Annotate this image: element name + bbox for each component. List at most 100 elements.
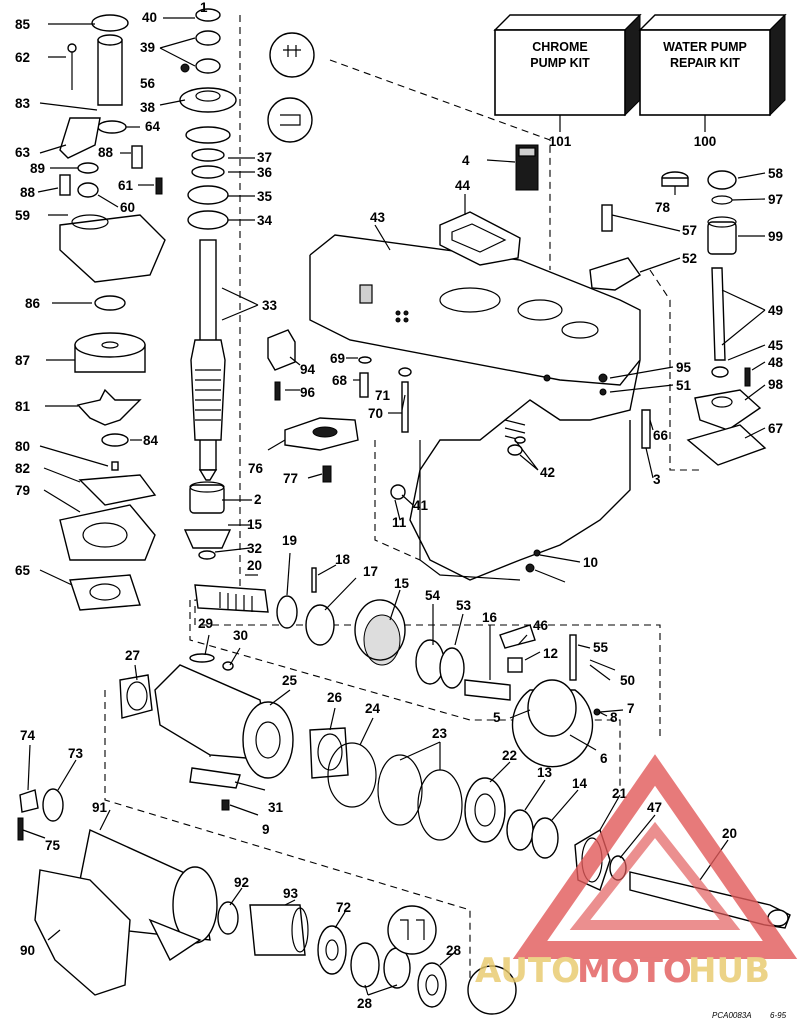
part-label-10: 10 bbox=[583, 555, 598, 570]
part-label-26: 26 bbox=[327, 690, 343, 705]
propeller-assembly bbox=[17, 788, 517, 1015]
part-label-94: 94 bbox=[300, 362, 316, 377]
part-label-5: 5 bbox=[493, 710, 501, 725]
part-label-72: 72 bbox=[336, 900, 351, 915]
part-label-96: 96 bbox=[300, 385, 316, 400]
part-label-36: 36 bbox=[257, 165, 273, 180]
part-label-27: 27 bbox=[125, 648, 140, 663]
part-label-81: 81 bbox=[15, 399, 31, 414]
part-label-99: 99 bbox=[768, 229, 783, 244]
part-label-38: 38 bbox=[140, 100, 156, 115]
part-label-31: 31 bbox=[268, 800, 284, 815]
part-label-18: 18 bbox=[335, 552, 351, 567]
part-label-20: 20 bbox=[722, 826, 737, 841]
part-label-75: 75 bbox=[45, 838, 61, 853]
part-label-76: 76 bbox=[248, 461, 264, 476]
bearing-housing-row bbox=[119, 664, 559, 859]
part-label-15: 15 bbox=[247, 517, 263, 532]
label-101: 101 bbox=[549, 134, 572, 149]
part-label-17: 17 bbox=[363, 564, 378, 579]
chrome-kit-line1: CHROME bbox=[532, 40, 588, 54]
part-label-49: 49 bbox=[768, 303, 783, 318]
part-label-44: 44 bbox=[455, 178, 471, 193]
leader-lines bbox=[22, 17, 766, 996]
part-label-13: 13 bbox=[537, 765, 553, 780]
part-label-11: 11 bbox=[392, 515, 407, 530]
part-label-97: 97 bbox=[768, 192, 783, 207]
part-label-58: 58 bbox=[768, 166, 784, 181]
part-label-64: 64 bbox=[145, 119, 161, 134]
propeller-shaft-row bbox=[189, 584, 616, 768]
part-label-70: 70 bbox=[368, 406, 383, 421]
label-100: 100 bbox=[694, 134, 717, 149]
part-label-71: 71 bbox=[375, 388, 391, 403]
part-label-19: 19 bbox=[282, 533, 297, 548]
part-label-87: 87 bbox=[15, 353, 30, 368]
part-label-35: 35 bbox=[257, 189, 273, 204]
gearcase-housing bbox=[309, 234, 641, 581]
watermark-hub: HUB bbox=[688, 951, 770, 991]
part-label-9: 9 bbox=[262, 822, 270, 837]
part-labels: 85 40 1 62 39 56 83 38 64 63 88 37 36 89… bbox=[15, 0, 784, 1011]
part-label-78: 78 bbox=[655, 200, 671, 215]
part-label-67: 67 bbox=[768, 421, 783, 436]
part-label-40: 40 bbox=[142, 10, 157, 25]
part-label-23: 23 bbox=[432, 726, 448, 741]
part-label-8: 8 bbox=[610, 710, 618, 725]
part-label-85: 85 bbox=[15, 17, 31, 32]
part-label-88: 88 bbox=[98, 145, 114, 160]
part-label-56: 56 bbox=[140, 76, 156, 91]
part-label-47: 47 bbox=[647, 800, 662, 815]
part-label-4: 4 bbox=[462, 153, 470, 168]
part-label-62: 62 bbox=[15, 50, 30, 65]
part-label-15: 15 bbox=[394, 576, 410, 591]
part-label-63: 63 bbox=[15, 145, 31, 160]
part-label-43: 43 bbox=[370, 210, 386, 225]
part-label-39: 39 bbox=[140, 40, 155, 55]
part-label-48: 48 bbox=[768, 355, 784, 370]
part-label-50: 50 bbox=[620, 673, 635, 688]
part-label-80: 80 bbox=[15, 439, 30, 454]
part-label-37: 37 bbox=[257, 150, 272, 165]
part-label-91: 91 bbox=[92, 800, 108, 815]
watermark-auto: AUTO bbox=[475, 951, 580, 991]
diagram-code: PCA0083A bbox=[712, 1011, 752, 1020]
part-label-14: 14 bbox=[572, 776, 588, 791]
part-label-2: 2 bbox=[254, 492, 262, 507]
drive-shaft-assembly bbox=[179, 8, 237, 560]
part-label-93: 93 bbox=[283, 886, 299, 901]
watermark-moto: MOTO bbox=[577, 951, 692, 991]
part-label-98: 98 bbox=[768, 377, 784, 392]
part-label-74: 74 bbox=[20, 728, 36, 743]
part-label-90: 90 bbox=[20, 943, 35, 958]
part-label-77: 77 bbox=[283, 471, 298, 486]
part-label-20: 20 bbox=[247, 558, 262, 573]
part-label-45: 45 bbox=[768, 338, 784, 353]
part-label-24: 24 bbox=[365, 701, 381, 716]
part-label-7: 7 bbox=[627, 701, 635, 716]
part-label-32: 32 bbox=[247, 541, 262, 556]
part-label-16: 16 bbox=[482, 610, 498, 625]
water-pump-stack bbox=[59, 14, 166, 611]
part-label-69: 69 bbox=[330, 351, 345, 366]
part-label-41: 41 bbox=[413, 498, 429, 513]
diagram-date: 6-95 bbox=[770, 1011, 787, 1020]
part-label-60: 60 bbox=[120, 200, 135, 215]
part-label-6: 6 bbox=[600, 751, 608, 766]
callout-circles bbox=[267, 32, 315, 143]
part-label-46: 46 bbox=[533, 618, 549, 633]
part-label-84: 84 bbox=[143, 433, 159, 448]
part-label-42: 42 bbox=[540, 465, 555, 480]
chrome-pump-kit-box: CHROME PUMP KIT 101 bbox=[493, 13, 642, 149]
part-label-89: 89 bbox=[30, 161, 45, 176]
part-label-66: 66 bbox=[653, 428, 669, 443]
part-label-65: 65 bbox=[15, 563, 31, 578]
center-small-parts bbox=[267, 329, 412, 593]
part-label-79: 79 bbox=[15, 483, 30, 498]
part-label-57: 57 bbox=[682, 223, 697, 238]
part-label-95: 95 bbox=[676, 360, 692, 375]
water-pump-repair-kit-box: WATER PUMP REPAIR KIT 100 bbox=[638, 13, 787, 149]
part-label-30: 30 bbox=[233, 628, 248, 643]
right-side-parts bbox=[390, 144, 767, 573]
